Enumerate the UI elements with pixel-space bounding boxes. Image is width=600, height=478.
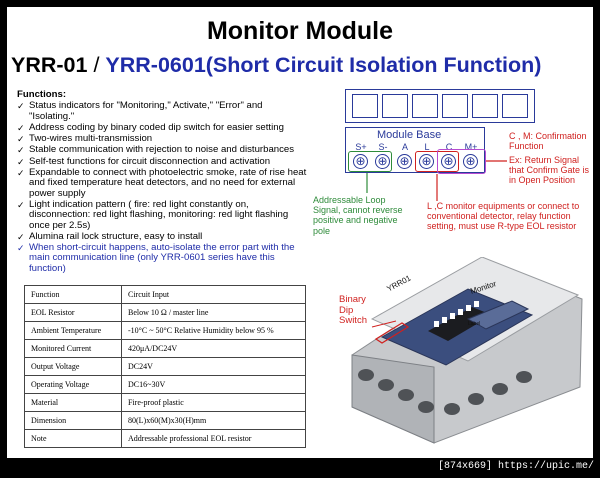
checkmark-icon: ✓	[17, 134, 25, 145]
page-title: Monitor Module	[206, 17, 394, 45]
checkmark-icon: ✓	[17, 145, 25, 156]
model-yrr0601: YRR-0601(Short Circuit Isolation Functio…	[105, 53, 542, 77]
annotation-connectors	[366, 160, 507, 201]
functions-list: Functions: ✓Status indicators for "Monit…	[17, 89, 307, 275]
return-signal-note: Ex: Return Signal that Confirm Gate is i…	[509, 155, 590, 186]
function-item-isolation: ✓When short-circuit happens, auto-isolat…	[17, 242, 295, 274]
checkmark-icon: ✓	[17, 167, 25, 178]
function-item: ✓Address coding by binary coded dip swit…	[17, 122, 284, 134]
module-top-panel	[345, 89, 535, 123]
function-item: ✓Alumina rail lock structure, easy to in…	[17, 230, 203, 242]
cm-terminal-highlight	[437, 149, 486, 174]
slide: Monitor Module YRR-01 / YRR-0601(Short C…	[7, 7, 593, 458]
terminal-label: S+	[355, 142, 367, 152]
table-row: Ambient Temperature-10°C ~ 50°C Relative…	[24, 321, 306, 340]
lc-monitor-note: L ,C monitor equipments or connect to co…	[427, 201, 580, 232]
terminal-label: S-	[378, 142, 388, 152]
screw-terminal-icon: ⊕	[463, 154, 478, 169]
function-item: ✓Light indication pattern ( fire: red li…	[17, 198, 289, 231]
checkmark-icon: ✓	[17, 123, 25, 134]
function-item: ✓Stable communication with rejection to …	[17, 144, 295, 156]
binary-dip-switch-label: Binary Dip Switch	[339, 294, 367, 326]
model-subtitle: YRR-01 / YRR-0601(Short Circuit Isolatio…	[11, 53, 541, 78]
device-illustration	[351, 257, 583, 444]
function-item: ✓Two-wires multi-transmission	[17, 133, 153, 145]
function-item: ✓Expandable to connect with photoelectri…	[17, 166, 307, 199]
loop-signal-note: Addressable Loop Signal, cannot reverse …	[313, 195, 403, 236]
cm-confirmation-note: C , M: Confirmation Function	[509, 131, 587, 152]
checkmark-icon: ✓	[17, 231, 25, 242]
device-led-label: Label	[468, 321, 481, 327]
checkmark-icon: ✓	[17, 243, 25, 254]
loop-terminal-highlight	[348, 151, 392, 172]
terminal-label: L	[424, 142, 430, 152]
terminal-label: M+	[464, 142, 478, 152]
screw-terminal-icon: ⊕	[353, 154, 368, 169]
module-base-label: Module Base	[377, 129, 442, 141]
terminal-label: C	[445, 142, 453, 152]
function-item: ✓Status indicators for "Monitoring," Act…	[17, 100, 263, 122]
checkmark-icon: ✓	[17, 101, 25, 112]
screw-terminal-icon: ⊕	[375, 154, 390, 169]
monitor-module-photo: YRR01 Monitor Label	[342, 257, 588, 447]
function-item: ✓Self-test functions for circuit disconn…	[17, 155, 271, 167]
screw-terminal-icon: ⊕	[441, 154, 456, 169]
wiring-diagram: Module Base S+ S- A L C M+ ⊕ ⊕ ⊕ ⊕ ⊕ ⊕ C…	[307, 87, 593, 287]
functions-heading: Functions:	[17, 89, 67, 100]
checkmark-icon: ✓	[17, 156, 25, 167]
watermark: [874x669] https://upic.me/	[437, 461, 594, 472]
checkmark-icon: ✓	[17, 199, 25, 210]
terminal-label: A	[401, 142, 408, 152]
screw-terminal-icon: ⊕	[419, 154, 434, 169]
screw-terminal-icon: ⊕	[397, 154, 412, 169]
model-separator: /	[87, 53, 106, 77]
model-yrr01: YRR-01	[11, 53, 88, 77]
